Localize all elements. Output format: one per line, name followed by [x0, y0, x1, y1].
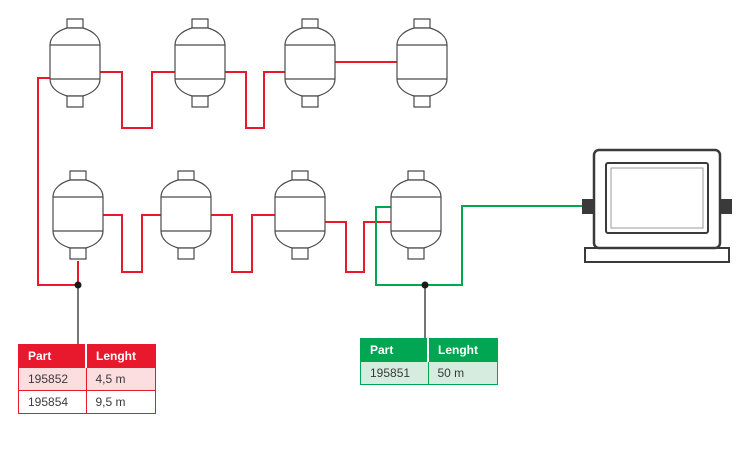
length-value: 9,5 m — [85, 390, 156, 414]
red-table-header-lenght: Lenght — [85, 344, 156, 368]
table-row: 195854 9,5 m — [18, 390, 156, 414]
load-cell-icon — [52, 170, 104, 260]
indicator-base — [584, 247, 730, 263]
red-cables — [37, 61, 397, 286]
leader-lines — [77, 288, 426, 344]
length-value: 4,5 m — [85, 367, 156, 391]
red-cable-segment — [100, 71, 175, 129]
load-cell-icon — [396, 18, 448, 108]
indicator-screen-inner — [610, 167, 704, 229]
part-number: 195852 — [18, 367, 87, 391]
part-number: 195854 — [18, 390, 87, 414]
green-cable-segment — [375, 205, 584, 286]
green-table-header-lenght: Lenght — [427, 338, 498, 362]
green-cable — [375, 205, 584, 286]
load-cell-icon — [160, 170, 212, 260]
red-cable-marker-dot — [74, 281, 82, 289]
red-cable-segment — [37, 77, 79, 286]
table-row: 195851 50 m — [360, 361, 498, 385]
red-cable-segment — [225, 71, 285, 129]
load-cell-icon — [284, 18, 336, 108]
load-cell-icon — [390, 170, 442, 260]
indicator-left-knob — [582, 199, 594, 214]
green-cable-marker-dot — [421, 281, 429, 289]
weighing-indicator-icon — [582, 148, 732, 263]
red-cable-segment — [103, 214, 161, 273]
red-cable-segment — [325, 221, 391, 273]
red-cable-segment — [211, 214, 275, 273]
part-number: 195851 — [360, 361, 429, 385]
table-header-row: Part Lenght — [18, 344, 156, 368]
green-cable-parts-table: Part Lenght 195851 50 m — [360, 338, 498, 385]
table-row: 195852 4,5 m — [18, 367, 156, 391]
red-table-header-part: Part — [18, 344, 87, 368]
load-cell-icon — [49, 18, 101, 108]
length-value: 50 m — [427, 361, 498, 385]
red-cable-parts-table: Part Lenght 195852 4,5 m 195854 9,5 m — [18, 344, 156, 414]
green-table-header-part: Part — [360, 338, 429, 362]
indicator-right-knob — [720, 199, 732, 214]
table-header-row: Part Lenght — [360, 338, 498, 362]
load-cell-icon — [174, 18, 226, 108]
load-cell-icon — [274, 170, 326, 260]
